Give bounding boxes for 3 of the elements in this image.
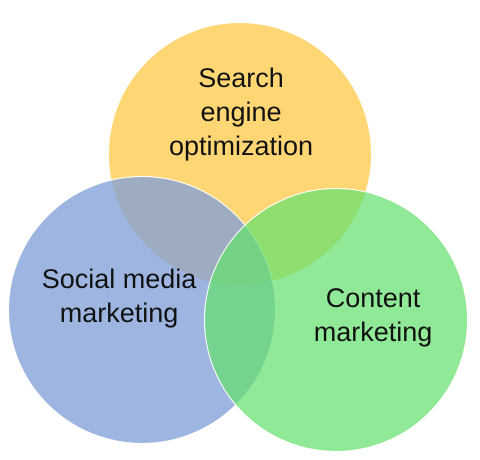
circle-label: Content marketing [312,282,434,349]
circle-label: Search engine optimization [168,62,314,163]
circle-label: Social media marketing [40,263,198,330]
